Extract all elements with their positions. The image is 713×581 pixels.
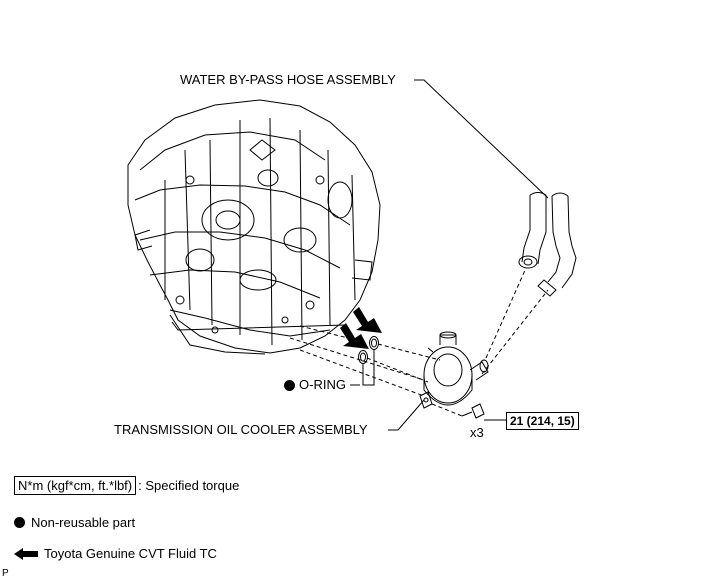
fluid-arrow-icon	[340, 323, 369, 349]
water-hose-label: WATER BY-PASS HOSE ASSEMBLY	[180, 72, 396, 87]
footer-code: P	[2, 568, 9, 579]
fluid-arrow-icon	[353, 307, 382, 333]
legend-fluid-text: Toyota Genuine CVT Fluid TC	[44, 546, 217, 561]
leader-lines	[350, 79, 549, 431]
filled-circle-icon	[14, 517, 25, 528]
legend-nonreusable-text: Non-reusable part	[31, 515, 136, 530]
legend-nonreusable: Non-reusable part	[14, 515, 135, 530]
oil-cooler-drawing	[419, 331, 489, 409]
bolt-drawing	[461, 403, 485, 419]
legend-torque-text: : Specified torque	[138, 478, 240, 493]
legend-torque-box: N*m (kgf*cm, ft.*lbf)	[14, 476, 137, 495]
legend-torque: N*m (kgf*cm, ft.*lbf) : Specified torque	[14, 476, 239, 495]
oring-label-text: O-RING	[299, 377, 346, 392]
nonreusable-dot-icon	[284, 379, 295, 391]
bolt-quantity-label: x3	[470, 425, 484, 440]
transmission-drawing	[127, 99, 381, 355]
assembly-dashed-lines	[289, 267, 549, 417]
o-rings-drawing	[358, 336, 379, 364]
water-bypass-hose-drawing	[518, 192, 577, 297]
oil-cooler-label: TRANSMISSION OIL COOLER ASSEMBLY	[114, 422, 368, 437]
legend-fluid: Toyota Genuine CVT Fluid TC	[14, 546, 217, 561]
left-arrow-icon	[14, 547, 38, 560]
torque-value-box: 21 (214, 15)	[506, 412, 579, 430]
oring-label: O-RING	[284, 378, 346, 392]
